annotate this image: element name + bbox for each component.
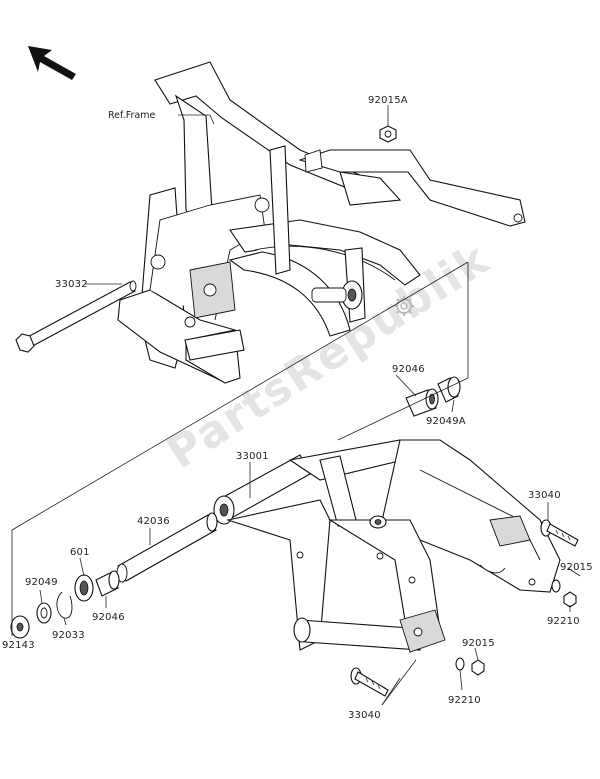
label-92033: 92033 [52,630,85,641]
label-ref-frame: Ref.Frame [108,110,155,121]
label-601: 601 [70,547,90,558]
label-92015-right: 92015 [560,562,593,573]
label-92143: 92143 [2,640,35,651]
nut-92015-right [563,591,577,608]
leader-lines [11,105,581,706]
label-33001: 33001 [236,451,269,462]
collar-92049 [36,602,52,624]
label-33040-right: 33040 [528,490,561,501]
label-92049a: 92049A [426,416,466,427]
washer-92210-low [455,657,465,671]
bearing-601 [74,574,94,602]
label-92049: 92049 [25,577,58,588]
label-92015a: 92015A [368,95,408,106]
label-92046-top: 92046 [392,364,425,375]
pivot-shaft-33032 [15,280,137,353]
sleeve-42036 [116,512,218,583]
bolt-33040-low [350,667,389,697]
washer-92143 [10,615,30,639]
snap-ring-92033 [56,591,73,619]
swingarm-drawing [213,439,561,653]
bearing-92046-low [95,570,120,597]
frame-drawing [117,61,526,384]
nut-92015-low [471,659,485,676]
label-92210-low: 92210 [448,695,481,706]
washer-92210-right [551,579,561,593]
gear-icon [394,296,414,316]
label-33040-low: 33040 [348,710,381,721]
nut-92015a [379,125,397,143]
arrow-upper-left-icon [28,46,76,80]
part-labels: Ref.Frame 92015A 33032 92046 92049A 3300… [2,95,593,721]
bolt-33040-right [540,519,579,547]
label-92046-low: 92046 [92,612,125,623]
label-33032: 33032 [55,279,88,290]
collar-92049a [437,376,461,403]
label-42036: 42036 [137,516,170,527]
label-92210-right: 92210 [547,616,580,627]
bearing-92046-top [405,388,439,417]
label-92015-low: 92015 [462,638,495,649]
